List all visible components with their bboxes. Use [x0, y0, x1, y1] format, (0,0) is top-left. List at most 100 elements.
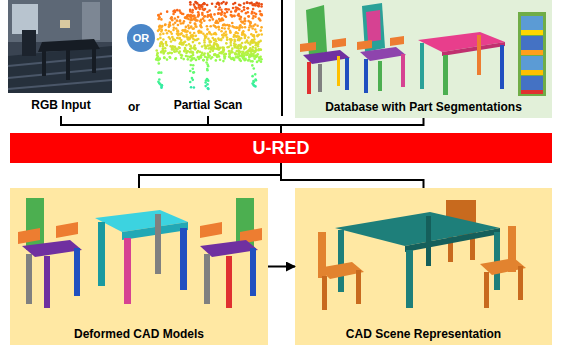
- point-cloud: [256, 55, 259, 58]
- point-cloud: [250, 52, 253, 55]
- point-cloud: [206, 68, 209, 71]
- point-cloud: [208, 31, 211, 34]
- database-illustration: [500, 45, 504, 89]
- point-cloud: [174, 58, 177, 61]
- scene-illustration: [484, 272, 489, 308]
- point-cloud: [211, 2, 214, 5]
- point-cloud: [162, 32, 165, 35]
- point-cloud: [202, 59, 205, 62]
- point-cloud: [178, 37, 181, 40]
- rgb-photo: [8, 56, 112, 66]
- point-cloud: [194, 19, 197, 22]
- point-cloud: [241, 42, 244, 45]
- point-cloud: [172, 38, 175, 41]
- point-cloud: [214, 25, 217, 28]
- point-cloud: [157, 38, 160, 41]
- point-cloud: [206, 33, 209, 36]
- point-cloud: [178, 47, 181, 50]
- point-cloud: [241, 10, 244, 13]
- point-cloud: [190, 86, 193, 89]
- point-cloud: [194, 39, 197, 42]
- point-cloud: [182, 58, 185, 61]
- point-cloud: [220, 52, 223, 55]
- database-illustration: [518, 12, 546, 96]
- point-cloud: [254, 23, 257, 26]
- point-cloud: [197, 14, 200, 17]
- point-cloud: [242, 57, 245, 60]
- point-cloud: [257, 49, 260, 52]
- point-cloud: [251, 64, 254, 67]
- point-cloud: [220, 30, 223, 33]
- point-cloud: [166, 10, 169, 13]
- point-cloud: [246, 1, 249, 4]
- point-cloud: [191, 79, 194, 82]
- point-cloud: [249, 55, 252, 58]
- point-cloud: [178, 9, 181, 12]
- point-cloud: [216, 44, 219, 47]
- database-illustration: [318, 64, 322, 92]
- point-cloud: [206, 4, 209, 7]
- database-illustration: [401, 54, 405, 87]
- deformed-models-illustration: [56, 222, 78, 238]
- point-cloud: [221, 17, 224, 20]
- database-illustration: [337, 56, 340, 86]
- point-cloud: [247, 15, 250, 18]
- scene-illustration: [335, 212, 500, 246]
- point-cloud: [223, 27, 226, 30]
- rgb-photo: [22, 30, 36, 56]
- point-cloud: [235, 50, 238, 53]
- deformed-models-illustration: [44, 256, 50, 308]
- point-cloud: [259, 13, 262, 16]
- point-cloud: [226, 11, 229, 14]
- point-cloud: [172, 29, 175, 32]
- point-cloud: [260, 33, 263, 36]
- database-illustration: [442, 42, 505, 56]
- point-cloud: [187, 24, 190, 27]
- point-cloud: [174, 57, 177, 60]
- point-cloud: [162, 52, 165, 55]
- deformed-models-illustration: [26, 254, 32, 304]
- point-cloud: [229, 30, 232, 33]
- database-illustration: [477, 35, 481, 75]
- point-cloud: [164, 23, 167, 26]
- point-cloud: [205, 61, 208, 64]
- point-cloud: [189, 81, 192, 84]
- input-image: RGB Input: [6, 0, 116, 116]
- point-cloud: [187, 14, 190, 17]
- point-cloud: [229, 38, 232, 41]
- point-cloud: [197, 11, 200, 14]
- point-cloud: [217, 12, 220, 15]
- point-cloud: [185, 35, 188, 38]
- bracket-line: [281, 118, 424, 133]
- point-cloud: [253, 41, 256, 44]
- point-cloud: [243, 34, 246, 37]
- point-cloud: [157, 14, 160, 17]
- point-cloud: [200, 54, 203, 57]
- point-cloud: [244, 37, 247, 40]
- point-cloud: [189, 70, 192, 73]
- point-cloud: [222, 49, 225, 52]
- point-cloud: [223, 12, 226, 15]
- point-cloud: [206, 25, 209, 28]
- point-cloud: [255, 2, 258, 5]
- point-cloud: [157, 14, 160, 17]
- point-cloud: [194, 7, 197, 10]
- point-cloud: [170, 32, 173, 35]
- point-cloud: [253, 81, 256, 84]
- point-cloud: [176, 30, 179, 33]
- point-cloud: [198, 8, 201, 11]
- deformed-models-illustration: [250, 248, 256, 296]
- point-cloud: [220, 13, 223, 16]
- point-cloud: [169, 56, 172, 59]
- point-cloud: [164, 24, 167, 27]
- point-cloud: [200, 21, 203, 24]
- point-cloud: [160, 13, 163, 16]
- deformed-models-illustration: [10, 188, 268, 345]
- point-cloud: [155, 1, 263, 90]
- point-cloud: [244, 20, 247, 23]
- flow-arrow: [268, 266, 295, 268]
- point-cloud: [244, 26, 247, 29]
- point-cloud: [168, 23, 171, 26]
- point-cloud: [247, 7, 250, 10]
